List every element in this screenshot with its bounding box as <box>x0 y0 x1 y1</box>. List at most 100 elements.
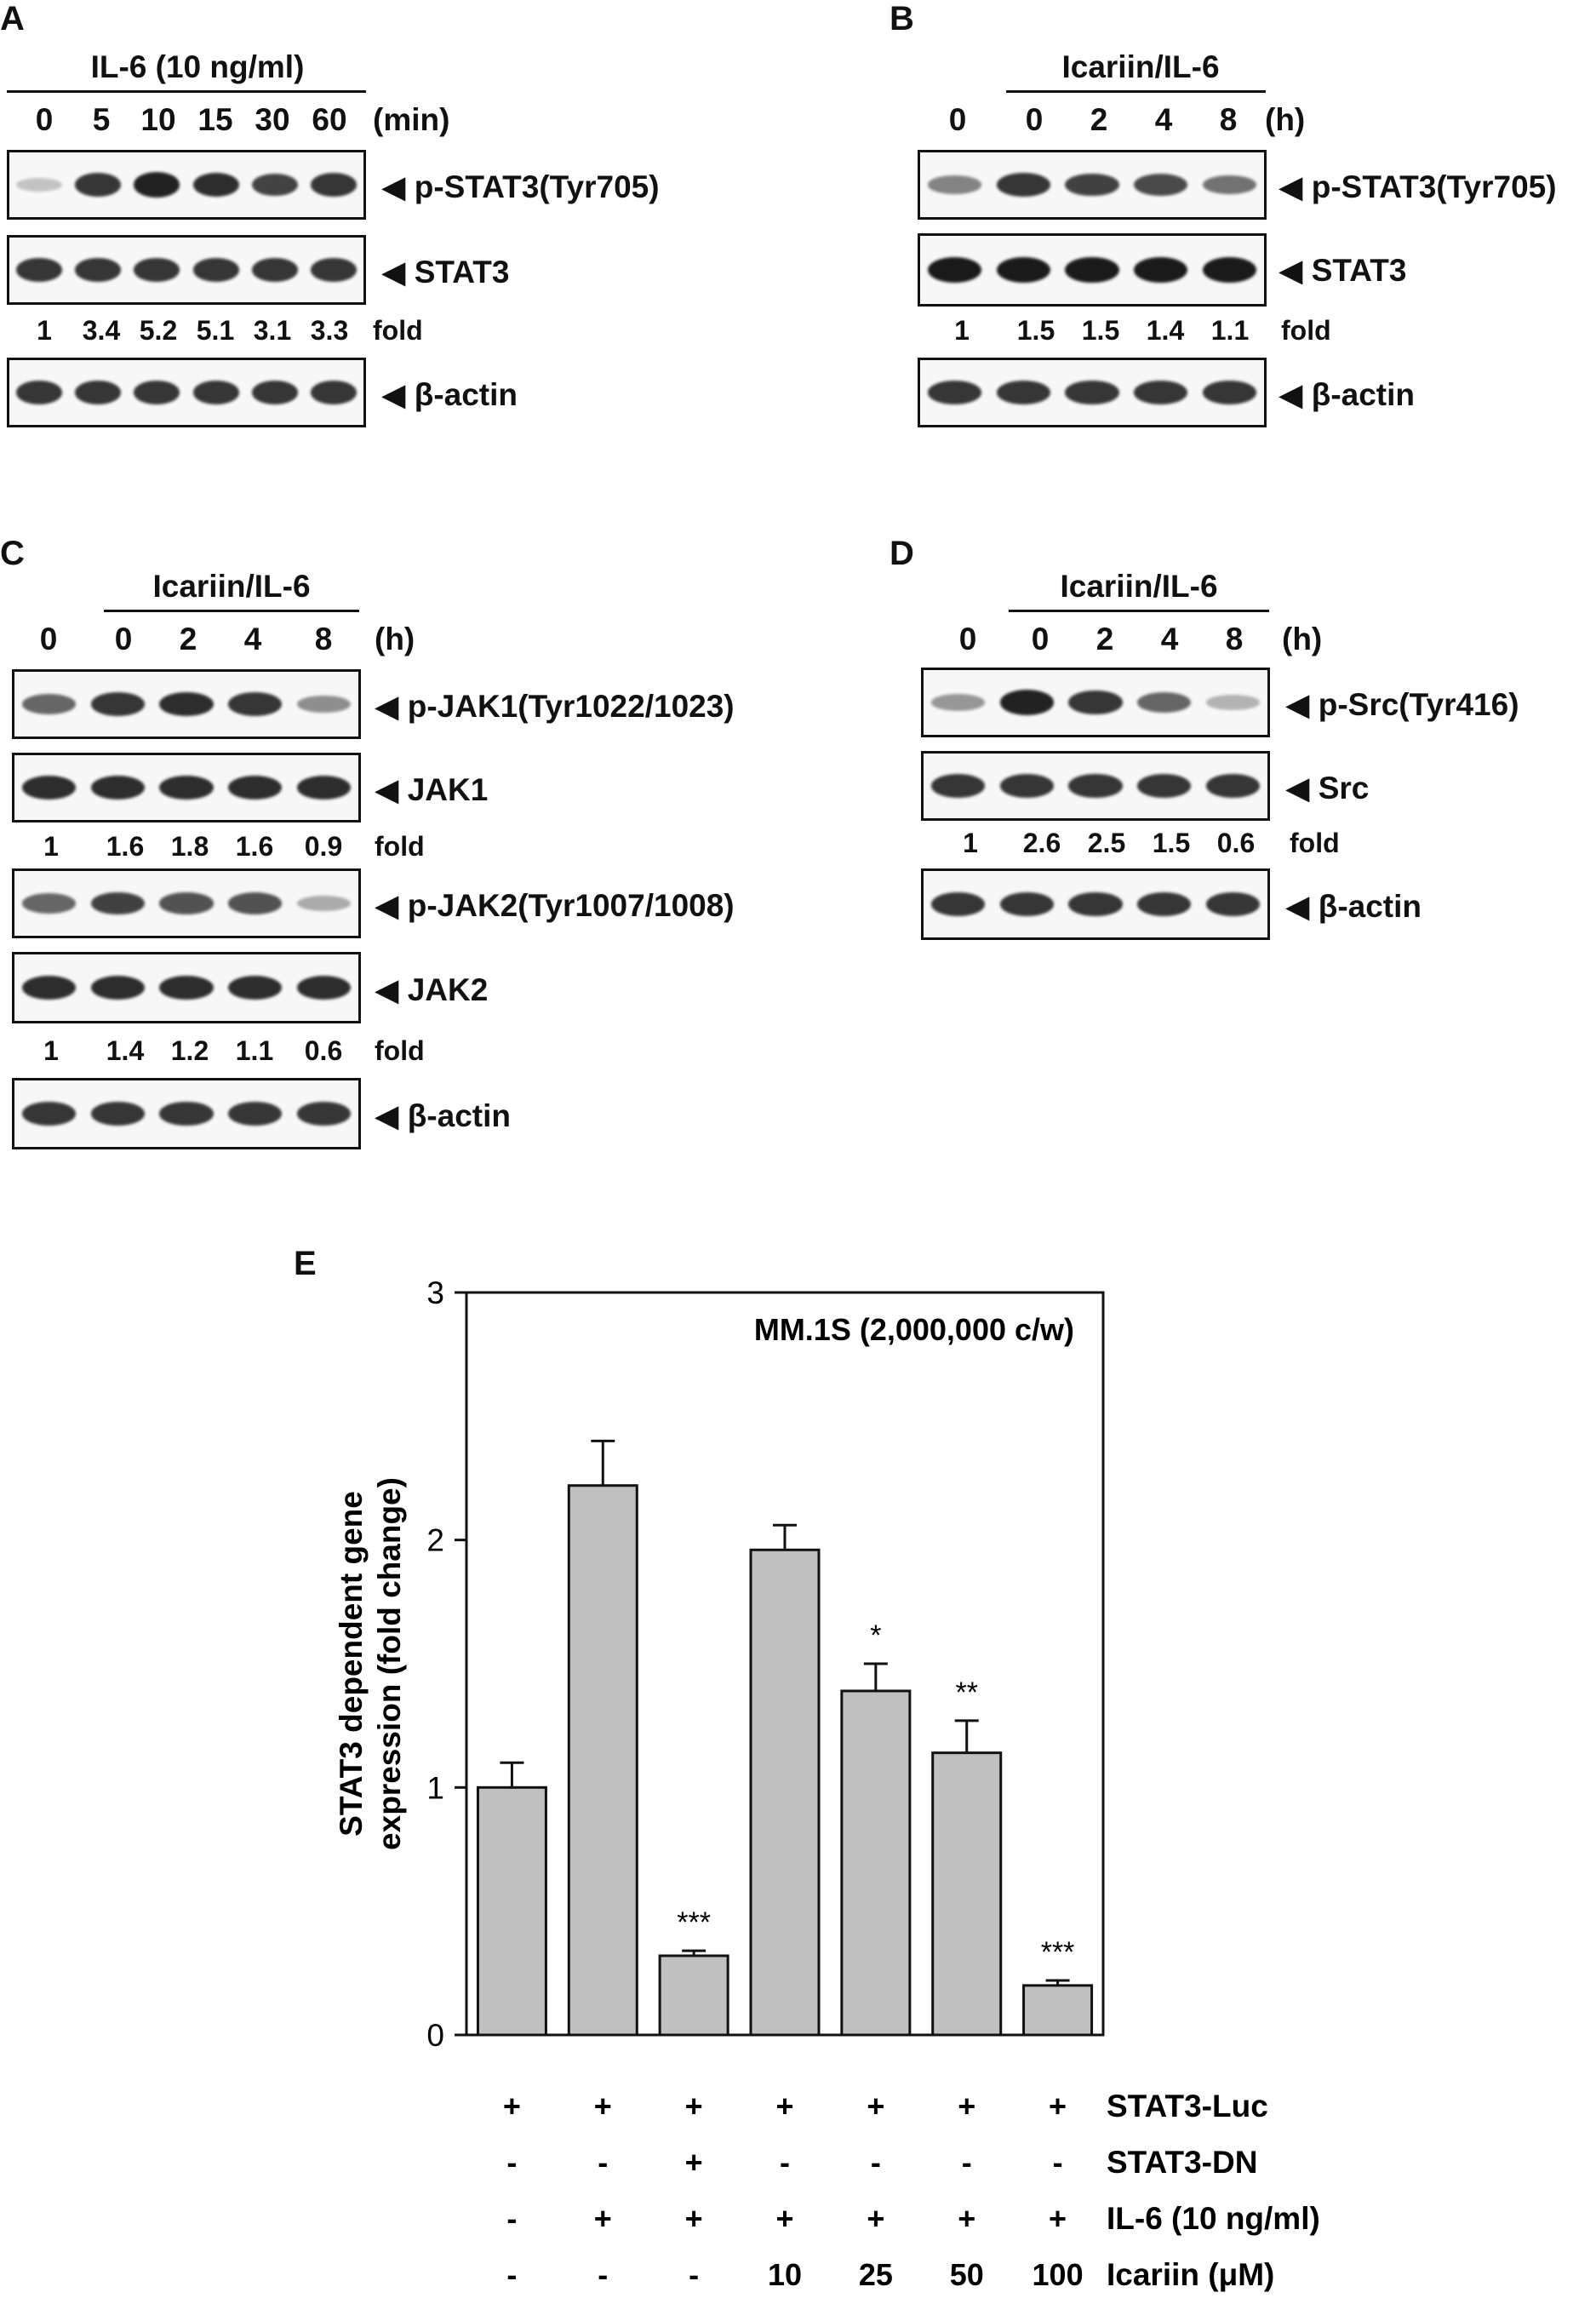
condition-mark: - <box>689 2257 699 2292</box>
blot-band <box>90 775 145 800</box>
panel-d-fold-5: 0.6 <box>1216 828 1256 858</box>
condition-mark: - <box>506 2201 517 2236</box>
blot-band <box>90 891 145 915</box>
panel-c-unit: (h) <box>375 622 415 656</box>
condition-mark: + <box>685 2201 703 2236</box>
blot-band <box>1206 892 1261 916</box>
blot-band <box>228 692 283 716</box>
blot-band <box>930 892 985 916</box>
blot-band <box>228 892 283 914</box>
panel-e-label: E <box>294 1245 317 1282</box>
panel-a-lane-4: 15 <box>197 102 233 137</box>
bar <box>1022 1984 1094 2037</box>
panel-c-fold1-label: fold <box>375 831 425 862</box>
panel-c-lane-5: 8 <box>314 622 333 656</box>
blot-band <box>1137 774 1192 798</box>
blot-band <box>1137 892 1192 916</box>
panel-d-lane-5: 8 <box>1225 622 1244 656</box>
blot-band <box>1203 257 1257 283</box>
y-axis-label-line-1: STAT3 dependent gene <box>334 1491 369 1837</box>
condition-mark: + <box>503 2089 521 2123</box>
panel-a-header-line <box>7 90 366 93</box>
blot-band <box>930 774 985 798</box>
bar <box>476 1785 547 2037</box>
panel-c-fold2-4: 1.1 <box>235 1035 274 1066</box>
panel-c-blot-actin <box>12 1078 361 1149</box>
condition-mark: + <box>867 2201 884 2236</box>
blot-band <box>927 257 981 283</box>
panel-d-header: Icariin/IL-6 <box>1060 569 1218 604</box>
blot-band <box>1134 174 1188 196</box>
blot-band <box>1203 175 1257 195</box>
panel-c-blot-pjak1 <box>12 669 361 739</box>
condition-mark: - <box>506 2257 517 2292</box>
panel-d-header-line <box>1009 610 1269 612</box>
panel-a-fold-1: 1 <box>37 315 52 346</box>
panel-a-header: IL-6 (10 ng/ml) <box>90 49 305 84</box>
blot-band <box>311 381 358 404</box>
panel-b-fold-5: 1.1 <box>1210 315 1250 346</box>
y-axis-label-line-2: expression (fold change) <box>372 1477 407 1850</box>
blot-band <box>1068 691 1123 714</box>
blot-band <box>311 258 358 282</box>
condition-mark: - <box>1053 2145 1063 2180</box>
panel-c-blot-pjak2 <box>12 868 361 938</box>
panel-a-lane-5: 30 <box>255 102 290 137</box>
condition-mark: + <box>958 2089 975 2123</box>
condition-label: STAT3-DN <box>1107 2145 1257 2180</box>
blot-band <box>297 695 352 714</box>
panel-c-label-pjak2: ◀ p-JAK2(Tyr1007/1008) <box>375 888 735 923</box>
panel-d-lane-2: 0 <box>1031 622 1050 656</box>
bar <box>749 1548 821 2037</box>
condition-mark: 10 <box>768 2257 802 2292</box>
panel-a-fold-6: 3.3 <box>310 315 349 346</box>
blot-band <box>1203 381 1257 404</box>
panel-d-fold-label: fold <box>1290 828 1340 858</box>
panel-b-lane-5: 8 <box>1219 102 1238 137</box>
panel-c-fold2-5: 0.6 <box>304 1035 343 1066</box>
panel-d-fold-2: 2.6 <box>1022 828 1061 858</box>
blot-band <box>74 173 122 197</box>
significance-marker: * <box>870 1619 881 1652</box>
blot-band <box>251 381 299 404</box>
panel-a-fold-4: 5.1 <box>196 315 235 346</box>
blot-band <box>228 975 283 1000</box>
panel-c-fold2-2: 1.4 <box>106 1035 145 1066</box>
blot-band <box>192 381 239 404</box>
blot-band <box>21 775 76 800</box>
panel-d-fold-3: 2.5 <box>1087 828 1126 858</box>
panel-b-fold-label: fold <box>1281 315 1331 346</box>
blot-band <box>996 257 1050 283</box>
panel-b-header: Icariin/IL-6 <box>1061 49 1220 84</box>
condition-mark: + <box>958 2201 975 2236</box>
blot-band <box>1068 774 1123 798</box>
condition-mark: - <box>962 2145 972 2180</box>
panel-a-lane-2: 5 <box>92 102 111 137</box>
blot-band <box>21 893 76 914</box>
panel-d-label-src: ◀ Src <box>1285 771 1370 805</box>
panel-c-blot-jak1 <box>12 753 361 822</box>
panel-a-fold-2: 3.4 <box>82 315 121 346</box>
blot-band <box>90 975 145 1000</box>
panel-a-fold-5: 3.1 <box>253 315 292 346</box>
panel-d-unit: (h) <box>1282 622 1323 656</box>
condition-mark: 100 <box>1033 2257 1084 2292</box>
panel-c-fold1-3: 1.8 <box>170 831 209 862</box>
panel-b-unit: (h) <box>1265 102 1306 137</box>
panel-a-lane-3: 10 <box>140 102 176 137</box>
panel-b-fold-3: 1.5 <box>1081 315 1120 346</box>
blot-band <box>297 1102 352 1126</box>
blot-band <box>1068 892 1123 916</box>
panel-a-fold-label: fold <box>373 315 423 346</box>
panel-c-fold1-1: 1 <box>43 831 59 862</box>
blot-band <box>996 381 1050 404</box>
panel-c-label-actin: ◀ β-actin <box>375 1098 511 1133</box>
blot-band <box>311 173 358 197</box>
condition-mark: - <box>598 2145 608 2180</box>
blot-band <box>297 975 352 1000</box>
panel-a-label-actin: ◀ β-actin <box>381 377 518 412</box>
blot-band <box>159 691 214 717</box>
y-tick-label: 1 <box>426 1770 444 1805</box>
panel-d-blot-actin <box>921 868 1270 940</box>
